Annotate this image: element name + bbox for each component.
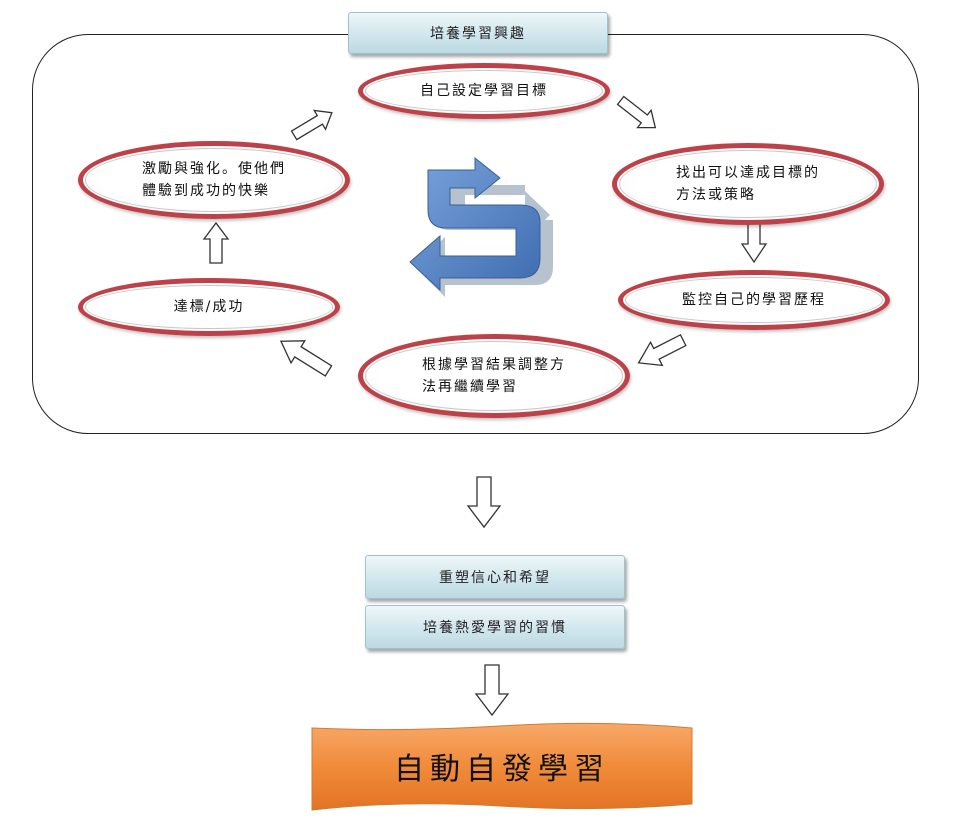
achieve-text: 達標/成功 (173, 299, 245, 315)
oval-find-methods: 找出可以達成目標的 方法或策略 (612, 143, 884, 225)
arrow-monitor-to-adjust (637, 333, 687, 367)
oval-adjust: 根據學習結果調整方 法再繼續學習 (358, 334, 630, 418)
rebuild-box: 重塑信心和希望 (365, 555, 625, 599)
final-banner (311, 722, 693, 811)
top-box: 培養學習興趣 (348, 12, 608, 54)
monitor-text: 監控自己的學習歷程 (682, 292, 826, 308)
arrow-achieve-to-motivate (202, 221, 230, 264)
motivate-text: 激勵與強化。使他們 體驗到成功的快樂 (142, 161, 286, 199)
final-banner-text: 自動自發學習 (394, 752, 610, 787)
oval-set-goals: 自己設定學習目標 (358, 63, 610, 119)
set-goals-text: 自己設定學習目標 (420, 83, 548, 99)
arrow-down-1 (466, 476, 502, 529)
arrow-down-2 (474, 664, 510, 717)
find-methods-text: 找出可以達成目標的 方法或策略 (676, 165, 820, 203)
oval-monitor: 監控自己的學習歷程 (618, 270, 890, 330)
arrow-motivate-to-goals (290, 109, 333, 141)
arrow-adjust-to-achieve (279, 340, 333, 377)
cycle-icon (409, 156, 553, 297)
habit-box: 培養熱愛學習的習慣 (365, 605, 625, 649)
arrow-goals-to-methods (616, 95, 657, 129)
oval-achieve: 達標/成功 (78, 278, 340, 336)
oval-motivate: 激勵與強化。使他們 體驗到成功的快樂 (78, 141, 350, 219)
adjust-text: 根據學習結果調整方 法再繼續學習 (422, 357, 566, 395)
